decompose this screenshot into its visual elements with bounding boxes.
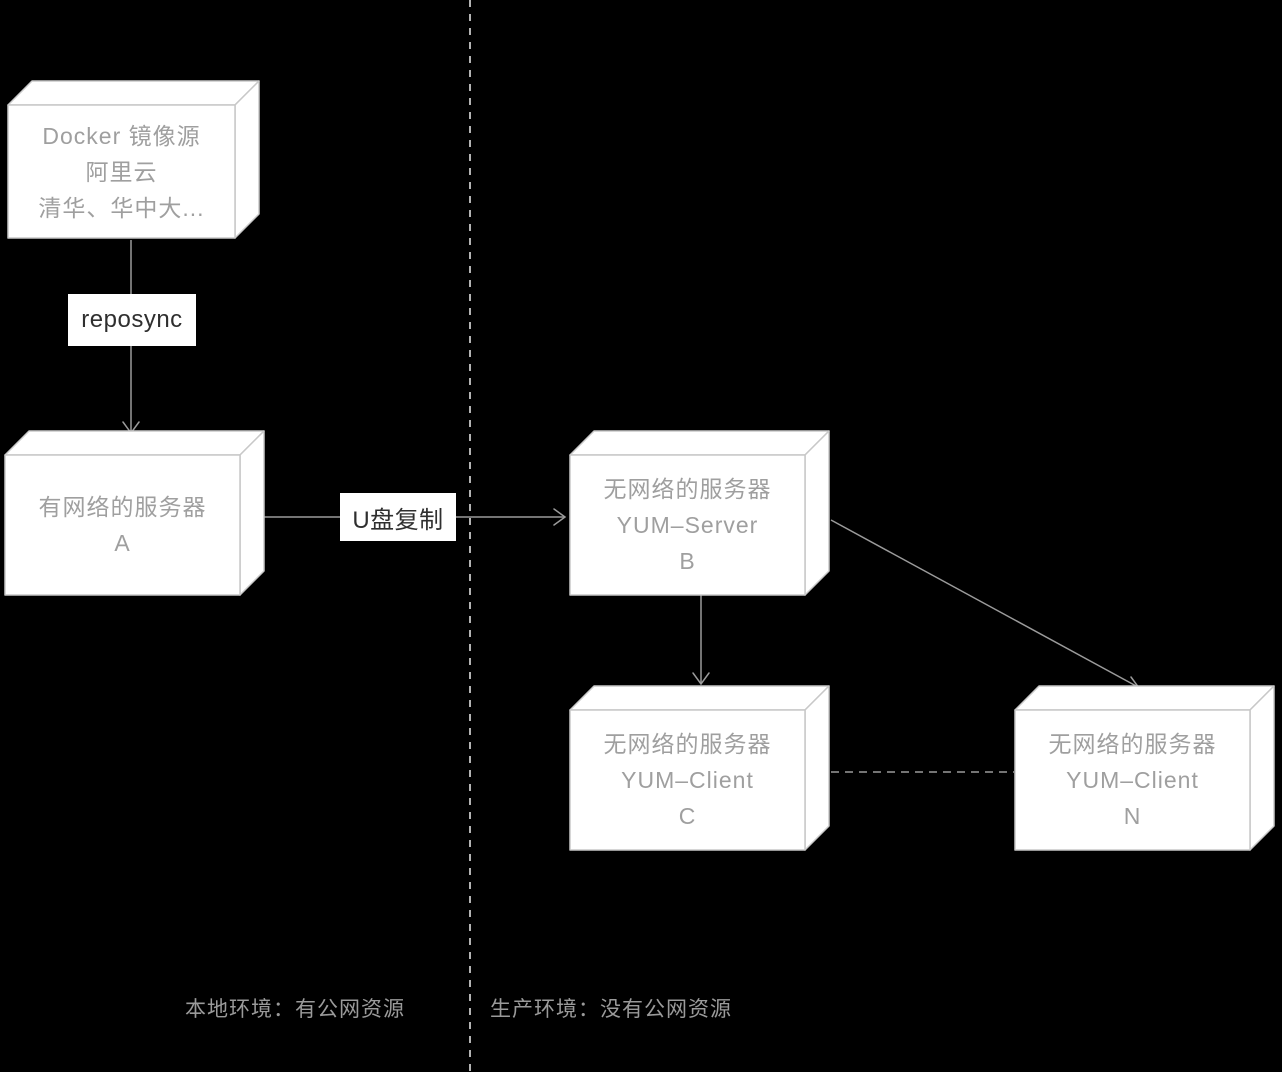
usb-copy-edge-label: U盘复制 [340,493,456,541]
node-yum-server-b-box [569,430,830,596]
node-yum-client-n-box [1014,685,1275,851]
reposync-edge-label: reposync [68,294,196,346]
node-server-a-box [4,430,265,596]
caption-production-environment: 生产环境：没有公网资源 [490,998,732,1021]
node-yum-client-c-box [569,685,830,851]
edge-b-to-n-arrow [830,519,1141,689]
edge-b-to-c-arrow [692,595,710,686]
caption-local-environment: 本地环境：有公网资源 [185,998,405,1021]
node-docker-mirror-box [7,80,260,239]
